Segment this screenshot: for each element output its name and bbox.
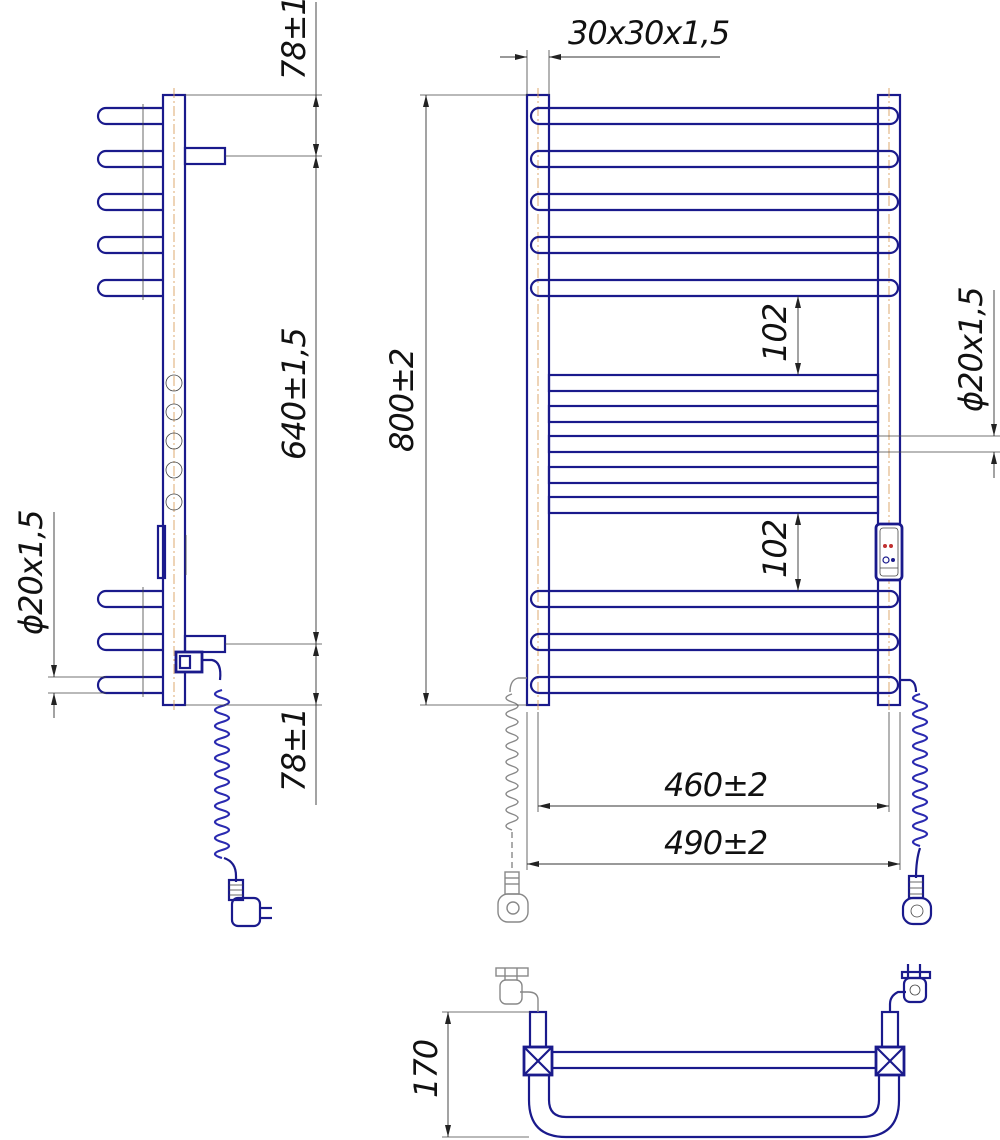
front-left-plug — [497, 871, 529, 923]
dim-gap-upper-label: 102 — [756, 304, 794, 362]
dim-inner-width-label: 460±2 — [664, 766, 767, 804]
side-bracket-top — [183, 146, 227, 166]
top-left-post — [522, 1045, 554, 1077]
side-plug — [227, 878, 272, 928]
top-view — [442, 964, 932, 1139]
front-right-plug — [901, 874, 933, 926]
side-upper-pipes — [96, 104, 163, 300]
front-lower-rungs — [529, 589, 900, 695]
side-bracket-bottom — [183, 634, 227, 654]
dim-height-label: 800±2 — [383, 349, 421, 452]
dim-profile-label: 30x30x1,5 — [568, 14, 729, 52]
front-middle-crossbars — [547, 373, 880, 515]
side-thermostat — [156, 524, 167, 580]
side-crossbar-ends — [165, 374, 183, 511]
front-thermostat — [874, 522, 904, 582]
top-crossbar — [547, 1050, 881, 1070]
front-upper-rungs — [529, 106, 900, 298]
front-right-spiral-cable — [911, 692, 929, 848]
front-left-spiral-cable — [505, 693, 519, 831]
top-u-pipe — [527, 1060, 901, 1139]
dim-top-offset-label: 78±1 — [275, 0, 313, 80]
top-right-plug — [888, 964, 932, 1012]
dim-bottom-offset-label: 78±1 — [275, 708, 313, 792]
dim-pipe-right-label: ϕ20x1,5 — [952, 287, 990, 412]
dim-gap-lower-label: 102 — [756, 520, 794, 578]
top-right-post — [874, 1045, 906, 1077]
side-lower-pipes — [96, 587, 163, 697]
front-view — [420, 50, 1000, 926]
top-left-bracket — [528, 1010, 548, 1049]
dim-depth-label: 170 — [407, 1040, 445, 1098]
dim-middle-span-label: 640±1,5 — [275, 328, 313, 460]
dim-outer-width-label: 490±2 — [664, 824, 767, 862]
top-left-plug — [495, 967, 539, 1012]
side-spiral-cable — [213, 688, 238, 882]
dim-pipe-left-label: ϕ20x1,5 — [12, 510, 50, 635]
top-right-bracket — [880, 1010, 900, 1049]
side-view — [48, 2, 322, 928]
